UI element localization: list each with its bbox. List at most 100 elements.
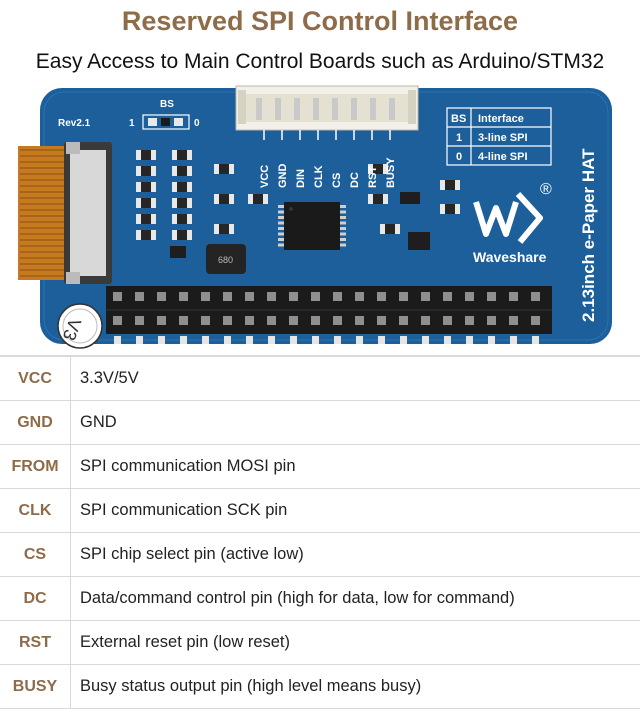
iface-bs-value: 1	[456, 132, 462, 144]
header-pin	[355, 316, 364, 325]
header-pin	[377, 292, 386, 301]
header-pin	[377, 316, 386, 325]
pin-name: FROM	[0, 445, 71, 489]
smd-part	[214, 164, 234, 174]
header-pin	[355, 292, 364, 301]
pin-label-rst: RST	[367, 166, 379, 188]
pin-description: GND	[71, 401, 640, 445]
page-title: Reserved SPI Control Interface	[0, 6, 640, 37]
ic-leg	[278, 244, 284, 247]
registered-mark: ®	[540, 181, 552, 198]
ic-leg	[278, 222, 284, 225]
smd-part	[136, 182, 156, 192]
header-pin	[245, 316, 254, 325]
ic-leg	[340, 211, 346, 214]
pin-label-gnd: GND	[277, 164, 289, 189]
header-pin	[465, 292, 474, 301]
smd-part	[136, 166, 156, 176]
ic-chip	[284, 202, 340, 250]
pin-label-busy: BUSY	[385, 157, 397, 188]
pin-name: CS	[0, 533, 71, 577]
header-pin-tip	[202, 336, 209, 344]
smd-part	[368, 194, 388, 204]
header-pin	[465, 316, 474, 325]
header-pin-tip	[400, 336, 407, 344]
smd-part	[172, 230, 192, 240]
header-pin	[223, 292, 232, 301]
ic-leg	[340, 227, 346, 230]
smd-part	[380, 224, 400, 234]
product-name: 2.13inch e-Paper HAT	[579, 148, 598, 322]
pin-description: Data/command control pin (high for data,…	[71, 577, 640, 621]
pin-name: BUSY	[0, 665, 71, 709]
smd-part	[440, 180, 460, 190]
header-pin-tip	[532, 336, 539, 344]
bs-label: BS	[160, 99, 174, 110]
header-pin-tip	[334, 336, 341, 344]
header-pin-tip	[488, 336, 495, 344]
bs-one-label: 1	[129, 118, 135, 129]
header-pin	[135, 292, 144, 301]
smd-part	[136, 150, 156, 160]
connector-pin	[332, 98, 338, 120]
pin-name: CLK	[0, 489, 71, 533]
header-pin-tip	[466, 336, 473, 344]
pin-description: External reset pin (low reset)	[71, 621, 640, 665]
header-pin	[399, 292, 408, 301]
ic-leg	[278, 216, 284, 219]
pin-name: GND	[0, 401, 71, 445]
smd-part	[172, 198, 192, 208]
connector-pin	[351, 98, 357, 120]
connector-pin	[313, 98, 319, 120]
smd-part	[172, 214, 192, 224]
header-pin	[333, 316, 342, 325]
gpio-header	[106, 286, 552, 334]
header-pin	[135, 316, 144, 325]
iface-header-bs: BS	[451, 113, 466, 125]
brand-name: Waveshare	[473, 249, 547, 265]
header-pin	[443, 316, 452, 325]
ic-leg	[278, 227, 284, 230]
header-pin	[421, 292, 430, 301]
smd-part	[136, 230, 156, 240]
header-pin	[509, 316, 518, 325]
header-pin-tip	[114, 336, 121, 344]
header-pin	[333, 292, 342, 301]
header-pin-tip	[246, 336, 253, 344]
pin-label-cs: CS	[331, 173, 343, 188]
header-pin	[113, 292, 122, 301]
connector-pin	[370, 98, 376, 120]
ic-leg	[278, 211, 284, 214]
header-pin	[223, 316, 232, 325]
ic-leg	[340, 238, 346, 241]
smd-part	[136, 198, 156, 208]
header-pin	[311, 316, 320, 325]
header-pin	[179, 316, 188, 325]
header-pin	[201, 292, 210, 301]
iface-interface-value: 4-line SPI	[478, 151, 528, 163]
header-pin	[267, 292, 276, 301]
connector-pin	[294, 98, 300, 120]
smd-part	[214, 224, 234, 234]
header-pin-tip	[158, 336, 165, 344]
fpc-connector	[18, 142, 112, 284]
connector-pin	[275, 98, 281, 120]
smd-part	[214, 194, 234, 204]
header-pin	[157, 316, 166, 325]
inductor: 680	[206, 244, 246, 274]
bs-zero-label: 0	[194, 118, 200, 129]
smd-part	[172, 182, 192, 192]
pin-label-vcc: VCC	[259, 165, 271, 188]
header-pin-tip	[136, 336, 143, 344]
header-pin	[531, 316, 540, 325]
header-pin-tip	[444, 336, 451, 344]
ic-leg	[278, 233, 284, 236]
header-pin-tip	[290, 336, 297, 344]
smd-part	[172, 166, 192, 176]
header-pin-tip	[268, 336, 275, 344]
